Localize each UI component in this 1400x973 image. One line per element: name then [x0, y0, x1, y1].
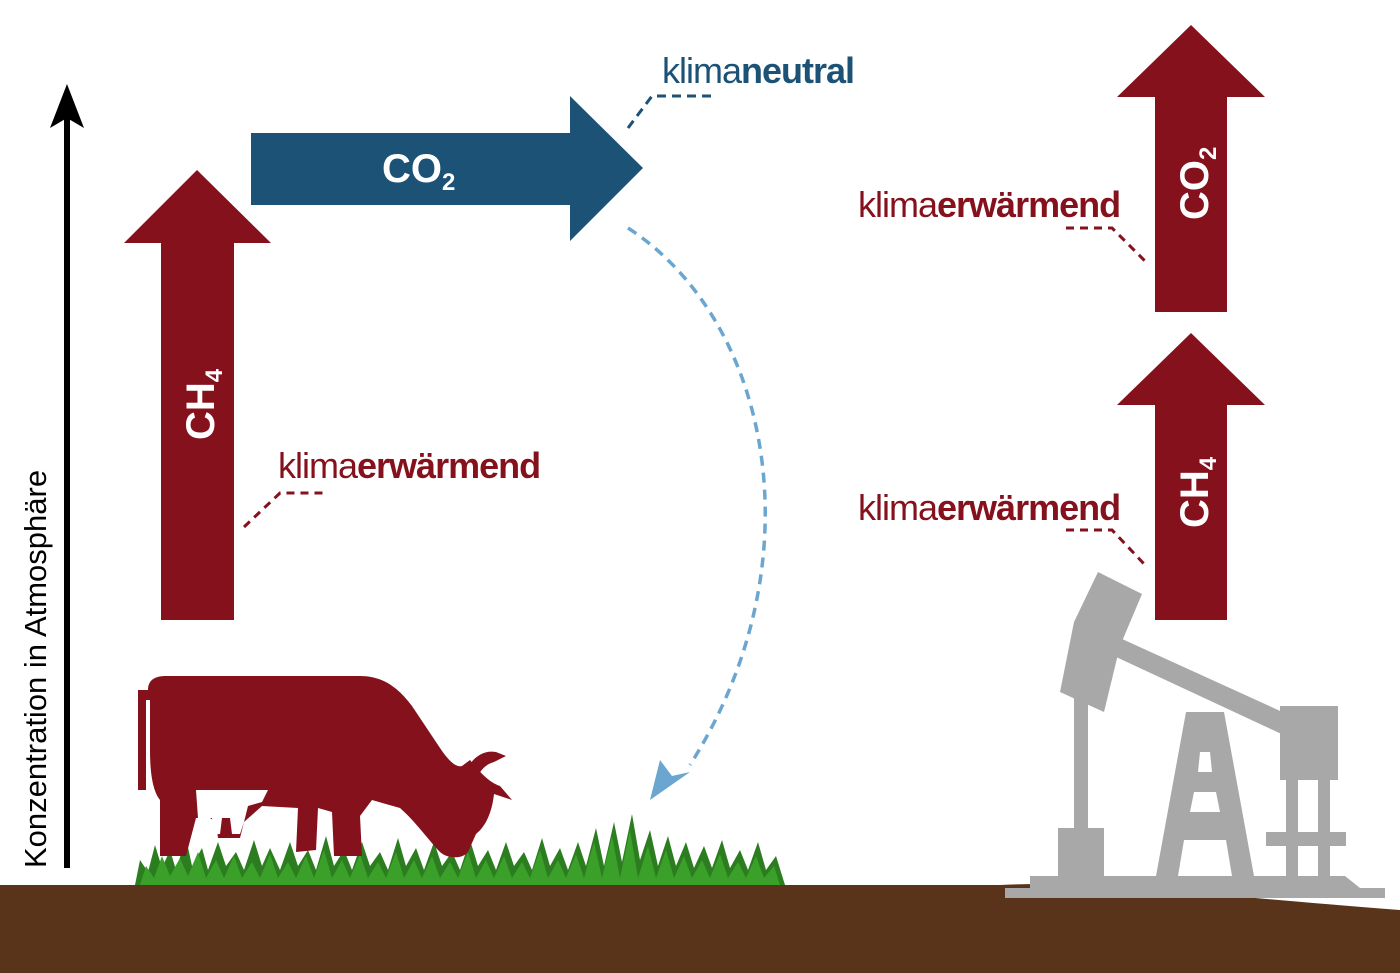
- svg-text:CH4: CH4: [1173, 456, 1222, 528]
- co2-arrow-neutral: CO2: [251, 96, 643, 241]
- ch4-right-main: CH: [1173, 470, 1217, 528]
- co2-uptake-curve: [627, 226, 767, 800]
- warming-label-right-co2: klimaerwärmend: [858, 184, 1120, 225]
- warming-leader-right-ch4: [1066, 528, 1148, 568]
- concentration-axis: [50, 84, 84, 868]
- ground: [0, 884, 1400, 973]
- oil-pump-icon: [1005, 572, 1385, 898]
- co2-arrow-right: CO2: [1117, 25, 1265, 312]
- neutral-label: klimaneutral: [662, 50, 854, 91]
- axis-label: Konzentration in Atmosphäre: [18, 470, 53, 868]
- ch4-right-sub: 4: [1195, 456, 1222, 470]
- ch4-arrow-left: CH4: [124, 170, 271, 620]
- warming-leader-right-co2: [1066, 226, 1148, 264]
- neutral-leader: [626, 94, 712, 129]
- svg-text:CH4: CH4: [179, 368, 228, 440]
- co2-left-sub: 2: [442, 169, 455, 196]
- svg-text:CO2: CO2: [1173, 147, 1222, 220]
- warming-leader-left: [242, 491, 328, 529]
- co2-left-main: CO: [382, 147, 442, 191]
- ch4-arrow-right: CH4: [1117, 333, 1265, 620]
- warming-label-left: klimaerwärmend: [278, 445, 540, 486]
- cow-icon: [138, 676, 512, 858]
- grass-icon: [135, 814, 785, 885]
- ch4-left-main: CH: [179, 382, 223, 440]
- ch4-left-sub: 4: [201, 368, 228, 382]
- co2-right-sub: 2: [1195, 147, 1222, 160]
- warming-label-right-ch4: klimaerwärmend: [858, 487, 1120, 528]
- co2-right-main: CO: [1173, 160, 1217, 220]
- svg-text:CO2: CO2: [382, 147, 455, 196]
